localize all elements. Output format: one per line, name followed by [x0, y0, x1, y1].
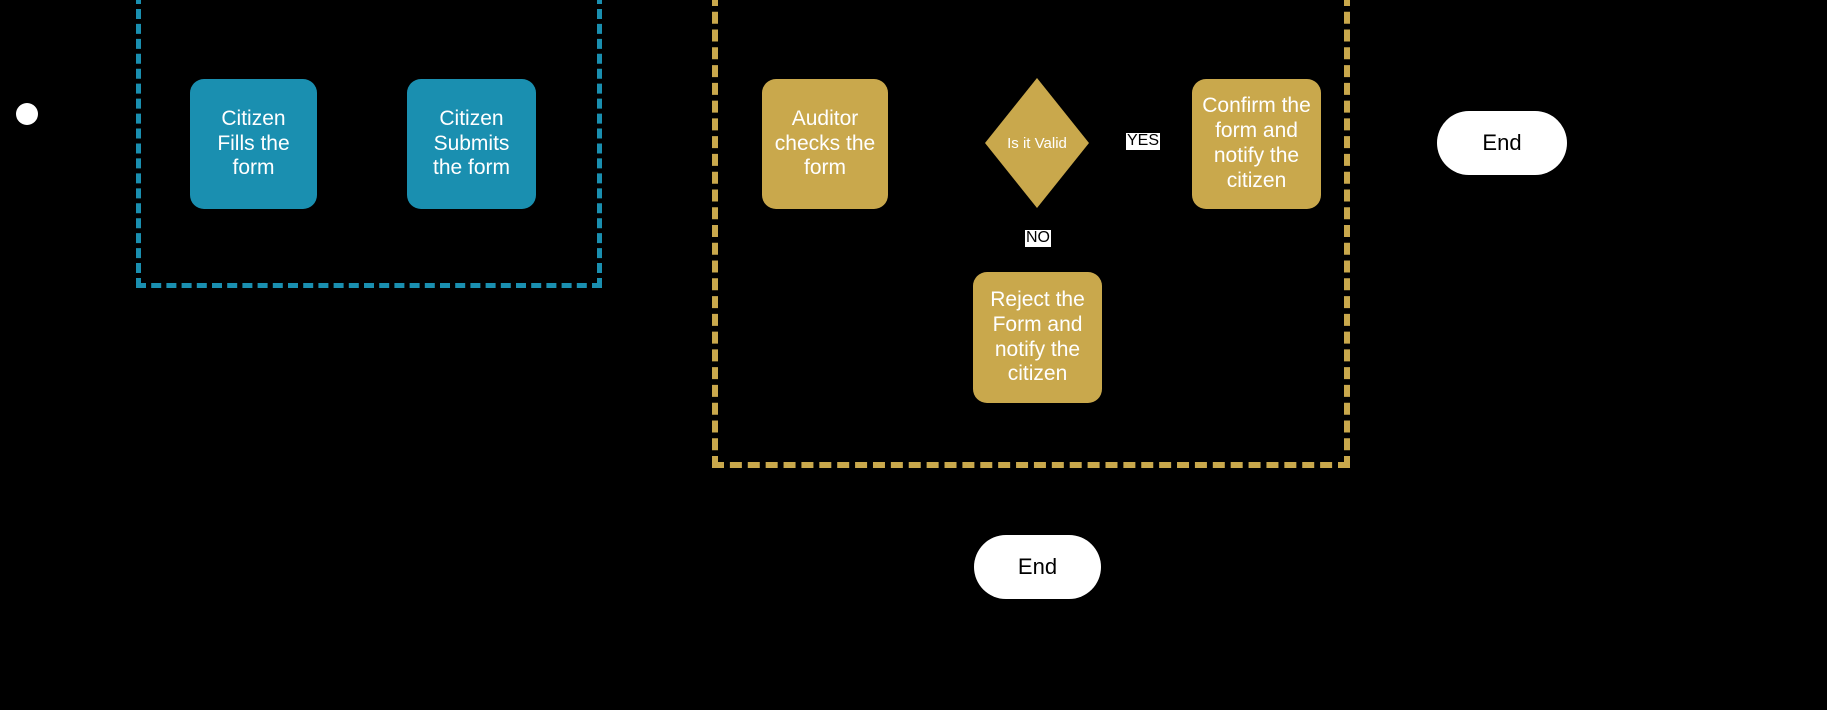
group-citizen-lane	[136, 0, 602, 288]
end-event-bottom[interactable]: End	[974, 535, 1101, 599]
end-event-label: End	[1482, 130, 1522, 155]
group-auditor-lane	[712, 0, 1350, 468]
task-citizen-fills-the-form[interactable]: Citizen Fills the form	[190, 79, 317, 209]
edge-label-no: NO	[1025, 229, 1051, 247]
end-event-right[interactable]: End	[1437, 111, 1567, 175]
task-label: Citizen Fills the form	[217, 106, 290, 180]
end-event-label: End	[1017, 554, 1058, 579]
task-label: Reject the Form and notify the citizen	[990, 287, 1085, 386]
task-auditor-checks-the-form[interactable]: Auditor checks the form	[762, 79, 888, 209]
task-reject-the-form-and-notify-the-citizen[interactable]: Reject the Form and notify the citizen	[973, 272, 1102, 403]
gateway-is-it-valid[interactable]: Is it Valid	[985, 78, 1089, 208]
task-confirm-the-form-and-notify-the-citizen[interactable]: Confirm the form and notify the citizen	[1192, 79, 1321, 209]
task-label: Auditor checks the form	[774, 106, 876, 180]
task-citizen-submits-the-form[interactable]: Citizen Submits the form	[407, 79, 536, 209]
task-label: Citizen Submits the form	[432, 106, 511, 180]
edge-label-yes: YES	[1126, 132, 1161, 150]
task-label: Confirm the form and notify the citizen	[1202, 94, 1311, 192]
start-event-node[interactable]	[16, 103, 38, 125]
gateway-label: Is it Valid	[1007, 134, 1067, 152]
